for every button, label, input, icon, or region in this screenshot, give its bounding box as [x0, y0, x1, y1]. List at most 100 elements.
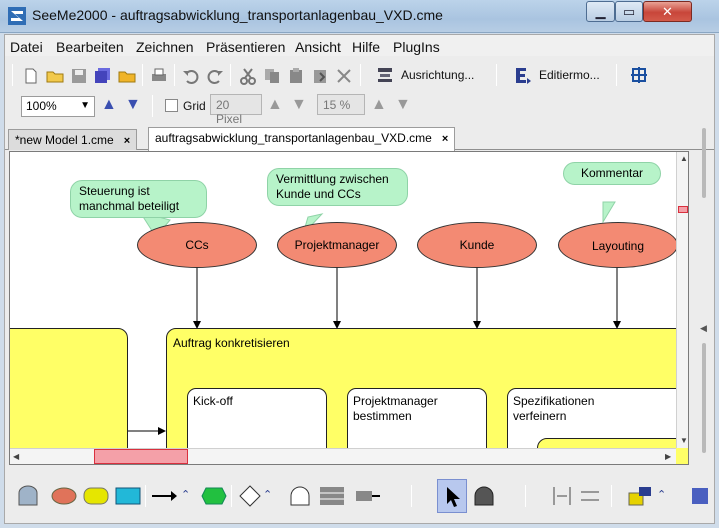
alignment-icon[interactable] [376, 66, 394, 84]
distribute-icon[interactable] [551, 485, 573, 507]
role-layouting[interactable]: Layouting [558, 222, 678, 268]
folder-icon[interactable] [118, 67, 136, 85]
activity-projektmanager-bestimmen[interactable]: Projektmanager bestimmen [347, 388, 487, 458]
open-folder-icon[interactable] [46, 67, 64, 85]
role-projektmanager[interactable]: Projektmanager [277, 222, 397, 268]
expand-icon[interactable]: ⌃ [263, 489, 273, 501]
grid-down-icon[interactable]: ▼ [291, 96, 307, 113]
decision-tool-icon[interactable] [239, 485, 261, 507]
tab-new-model[interactable]: *new Model 1.cme× [8, 129, 138, 150]
minimize-button[interactable]: ▁ [586, 1, 615, 22]
edit-mode-button-label[interactable]: Editiermo... [539, 68, 600, 82]
print-icon[interactable] [150, 67, 168, 85]
scroll-right-icon[interactable]: ▶ [665, 452, 672, 461]
tab-auftragsabwicklung[interactable]: auftragsabwicklung_transportanlagenbau_V… [148, 127, 456, 151]
role-kunde[interactable]: Kunde [417, 222, 537, 268]
comment-line: Kommentar [580, 166, 644, 180]
activity-left-partial[interactable] [10, 328, 128, 464]
undo-icon[interactable] [182, 67, 200, 85]
scroll-thumb[interactable] [678, 206, 688, 213]
cut-icon[interactable] [239, 67, 257, 85]
menu-bearbeiten[interactable]: Bearbeiten [56, 39, 124, 55]
group-tool-icon[interactable] [627, 485, 653, 507]
edit-mode-icon[interactable] [514, 66, 532, 84]
comment-line: Kunde und CCs [276, 187, 361, 201]
separator [496, 64, 497, 86]
expand-icon[interactable]: ⌃ [181, 489, 191, 501]
grid-checkbox[interactable] [165, 99, 178, 112]
window-title: SeeMe2000 - auftragsabwicklung_transport… [32, 7, 443, 23]
diagram-canvas[interactable]: Auftrag konkretisieren Kick-off Projektm… [9, 151, 689, 465]
close-icon[interactable]: × [123, 135, 131, 147]
activity-title: Auftrag konkretisieren [173, 336, 290, 350]
side-scroll-strip[interactable]: ◀ [699, 128, 710, 468]
shape-tool-icon[interactable] [17, 485, 39, 507]
menu-plugins[interactable]: PlugIns [393, 39, 440, 55]
expand-icon[interactable]: ⌃ [657, 489, 667, 501]
separator [611, 485, 612, 507]
comment-ccs[interactable]: Steuerung ist manchmal beteiligt [70, 180, 207, 218]
separator [152, 95, 153, 117]
scroll-thumb[interactable] [94, 449, 188, 464]
zoom-dropdown[interactable]: 100% ▼ [21, 96, 95, 117]
activity-kick-off[interactable]: Kick-off [187, 388, 327, 458]
close-button[interactable]: ✕ [643, 1, 692, 22]
spacing-icon[interactable] [579, 485, 601, 507]
comment-kommentar[interactable]: Kommentar [563, 162, 661, 185]
save-icon[interactable] [70, 67, 88, 85]
comment-projektmanager[interactable]: Vermittlung zwischen Kunde und CCs [267, 168, 408, 206]
anchor-tool-icon[interactable] [474, 485, 494, 507]
paste-icon[interactable] [287, 67, 305, 85]
percent-field[interactable]: 15 % [317, 94, 365, 115]
modifier-tool-icon[interactable] [289, 485, 311, 507]
scroll-left-icon[interactable]: ◀ [13, 452, 20, 461]
role-tool-icon[interactable] [51, 485, 77, 507]
menu-hilfe[interactable]: Hilfe [352, 39, 381, 55]
redo-icon[interactable] [206, 67, 224, 85]
horizontal-scrollbar[interactable]: ◀ ▶ [10, 448, 676, 464]
shape-palette: ⌃ ⌃ ⌃ [5, 473, 714, 523]
tab-label: auftragsabwicklung_transportanlagenbau_V… [155, 131, 432, 145]
export-tool-icon[interactable] [355, 485, 381, 507]
menu-ansicht[interactable]: Ansicht [295, 39, 341, 55]
zoom-out-icon[interactable]: ▼ [125, 96, 141, 113]
app-icon [8, 7, 26, 25]
more-tools-icon[interactable] [691, 485, 709, 507]
menu-datei[interactable]: Datei [10, 39, 43, 55]
activity-label-line: Kick-off [193, 394, 233, 408]
save-all-icon[interactable] [94, 67, 112, 85]
activity-label-line: Projektmanager [353, 394, 438, 408]
delete-icon[interactable] [335, 67, 353, 85]
connector-tool-icon[interactable] [201, 485, 227, 507]
percent-up-icon[interactable]: ▲ [371, 96, 387, 113]
copy-icon[interactable] [263, 67, 281, 85]
vertical-scrollbar[interactable]: ▲ ▼ [676, 152, 688, 448]
scroll-down-icon[interactable]: ▼ [680, 436, 688, 445]
scroll-up-icon[interactable]: ▲ [680, 154, 688, 163]
menu-praesentieren[interactable]: Präsentieren [206, 39, 286, 55]
view-toolbar: 100% ▼ ▲ ▼ Grid 20 Pixel ▲ ▼ 15 % ▲ ▼ [10, 93, 710, 126]
close-icon[interactable]: × [441, 133, 449, 145]
alignment-button-label[interactable]: Ausrichtung... [401, 68, 475, 82]
comment-line: Steuerung ist [79, 184, 150, 198]
activity-tool-icon[interactable] [83, 485, 109, 507]
grid-up-icon[interactable]: ▲ [267, 96, 283, 113]
activity-label-line: Spezifikationen [513, 394, 595, 408]
select-tool-button[interactable] [437, 479, 467, 513]
entity-tool-icon[interactable] [115, 485, 141, 507]
paste-special-icon[interactable] [311, 67, 329, 85]
chevron-left-icon[interactable]: ◀ [700, 323, 707, 333]
list-tool-icon[interactable] [319, 485, 345, 507]
percent-down-icon[interactable]: ▼ [395, 96, 411, 113]
zoom-in-icon[interactable]: ▲ [101, 96, 117, 113]
menu-zeichnen[interactable]: Zeichnen [136, 39, 194, 55]
arrow-tool-icon[interactable] [151, 485, 177, 507]
activity-label-line: bestimmen [353, 409, 412, 423]
role-ccs[interactable]: CCs [137, 222, 257, 268]
grid-size-field[interactable]: 20 Pixel [210, 94, 262, 126]
comment-line: manchmal beteiligt [79, 199, 180, 213]
fit-view-icon[interactable] [630, 66, 648, 84]
new-file-icon[interactable] [22, 67, 40, 85]
maximize-button[interactable]: ▭ [615, 1, 643, 22]
separator [142, 64, 143, 86]
